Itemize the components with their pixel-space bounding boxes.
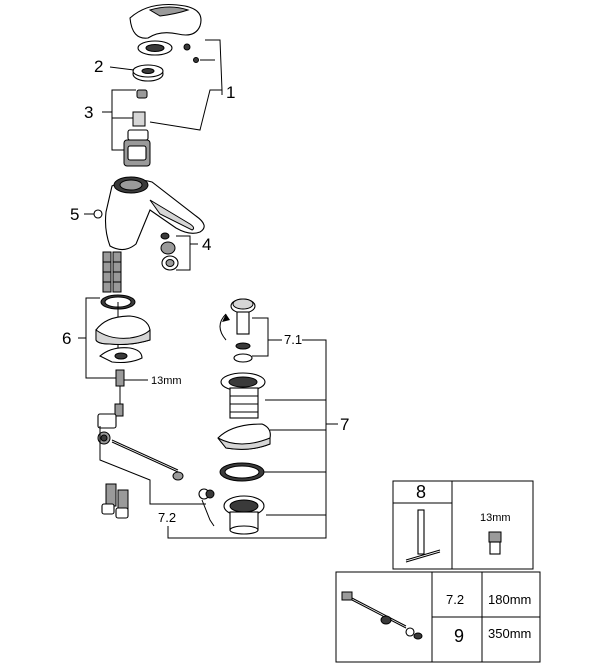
wrench-size-label: 13mm bbox=[151, 375, 182, 387]
tap-body bbox=[104, 176, 205, 251]
fixing-set bbox=[95, 294, 151, 417]
callout-7-1: 7.1 bbox=[284, 332, 302, 347]
hose-ends bbox=[101, 483, 129, 519]
flex-hoses bbox=[102, 251, 122, 293]
decor-ring bbox=[132, 64, 164, 82]
rod-row1-item: 7.2 bbox=[446, 592, 464, 607]
aerator bbox=[160, 232, 179, 271]
cartridge bbox=[123, 89, 151, 167]
callout-7-2: 7.2 bbox=[158, 510, 176, 525]
callout-4: 4 bbox=[202, 235, 211, 254]
rod-length-table: 7.2 180mm 9 350mm bbox=[335, 571, 541, 663]
tool-inset-size: 13mm bbox=[480, 512, 511, 524]
rod-row1-length: 180mm bbox=[488, 592, 531, 607]
callout-2: 2 bbox=[94, 57, 103, 76]
rod-row2-length: 350mm bbox=[488, 626, 531, 641]
tool-inset: 8 13mm bbox=[392, 480, 534, 570]
callout-3: 3 bbox=[84, 103, 93, 122]
leader-lines bbox=[78, 39, 338, 539]
callout-5: 5 bbox=[70, 205, 79, 224]
lever-handle bbox=[129, 3, 202, 63]
callout-7: 7 bbox=[340, 415, 349, 434]
tool-inset-item: 8 bbox=[416, 482, 426, 502]
connector-assembly bbox=[97, 413, 117, 445]
callout-1: 1 bbox=[226, 83, 235, 102]
rod-row2-item: 9 bbox=[454, 626, 464, 646]
pop-up-waste bbox=[217, 298, 271, 535]
pop-up-button bbox=[93, 209, 103, 219]
pull-rod bbox=[111, 439, 215, 500]
callout-6: 6 bbox=[62, 329, 71, 348]
